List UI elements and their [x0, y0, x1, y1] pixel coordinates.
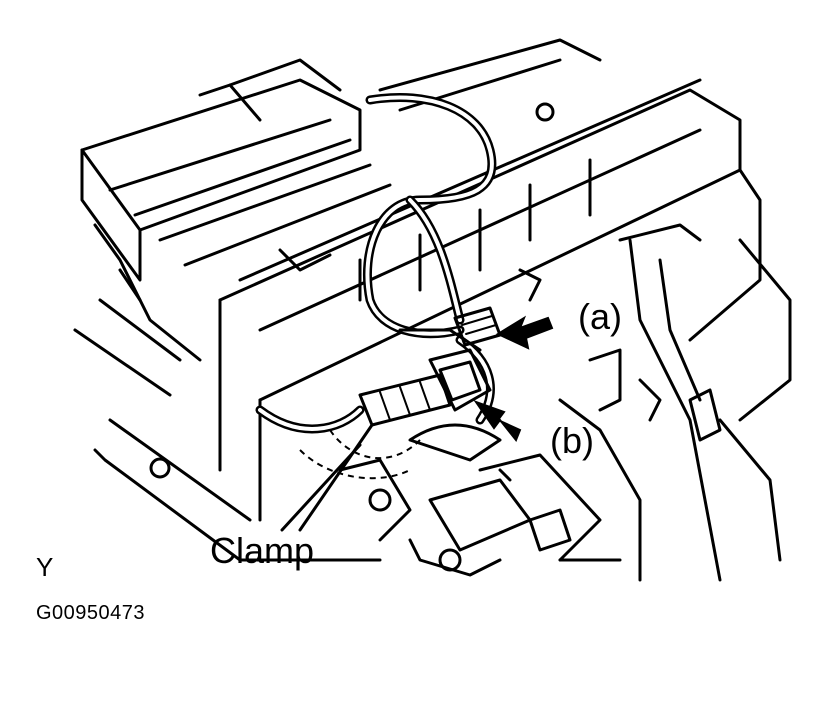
callout-b-label: (b) [550, 420, 594, 461]
side-bracket [518, 168, 792, 582]
lower-assembly [338, 423, 622, 577]
arrow-b-pointer [473, 400, 522, 442]
clamp-leader-lines [280, 423, 374, 532]
connector-b [358, 328, 492, 427]
clamp-outline [299, 429, 421, 480]
clamp-label: Clamp [210, 530, 315, 571]
arrow-a-pointer [495, 315, 554, 350]
callout-a-label: (a) [578, 296, 622, 337]
view-label: Y [36, 552, 54, 582]
figure-code: G00950473 [36, 602, 146, 624]
battery-stack [73, 58, 392, 562]
